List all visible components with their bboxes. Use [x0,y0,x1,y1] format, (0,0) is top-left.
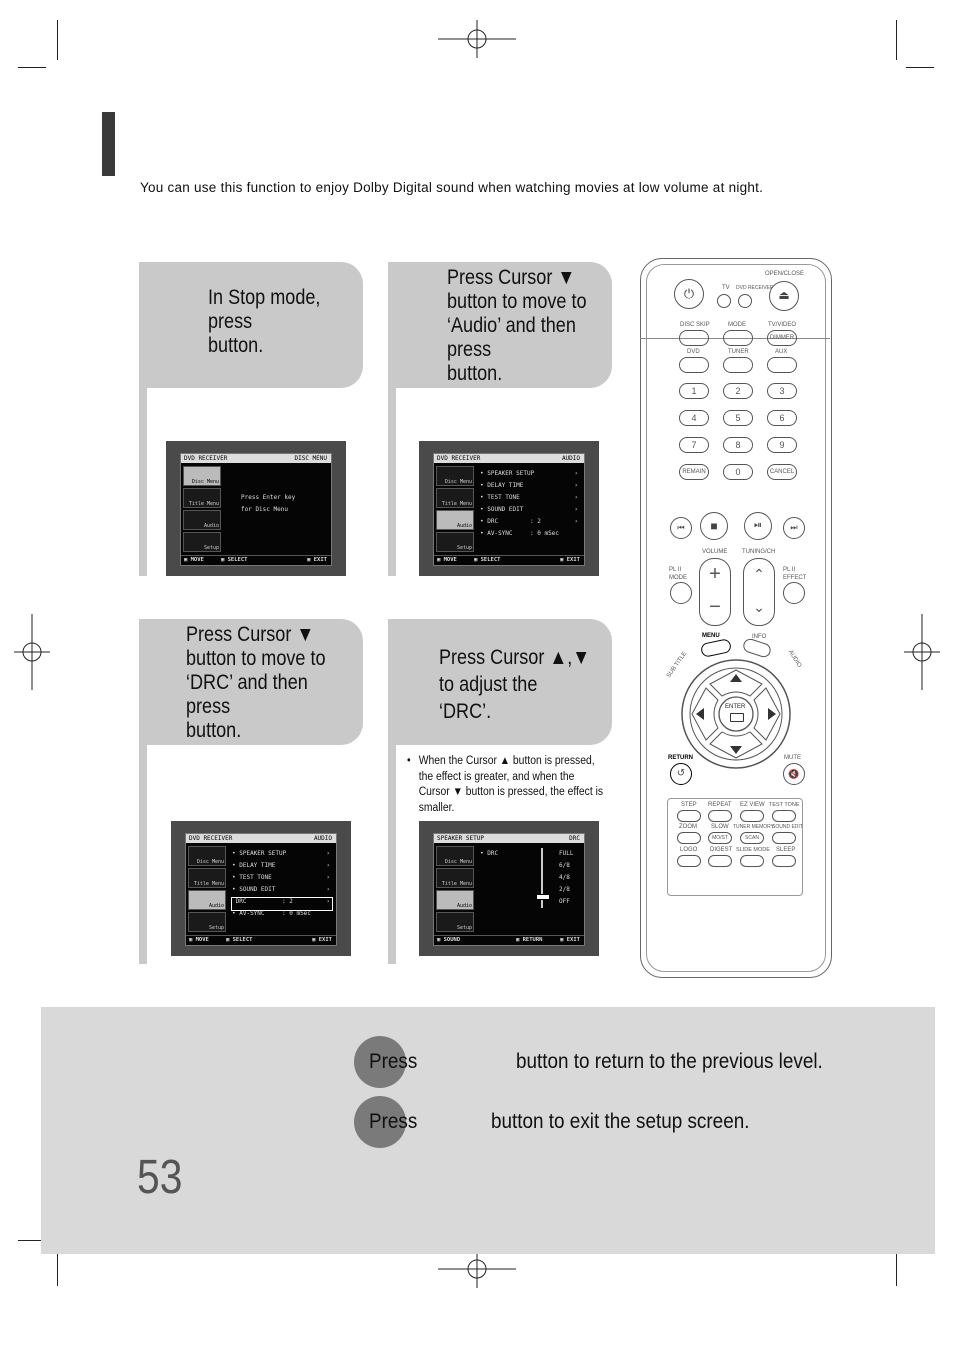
title-accent-bar [102,112,115,176]
digit-3-button[interactable]: 3 [767,383,797,399]
crop-mark [18,1240,46,1241]
tip-2-text: button to exit the setup screen. [491,1110,750,1133]
remote-control [640,258,832,978]
note-bullet: • [407,755,411,767]
remote-divider-line [640,338,830,339]
drc-slider-knob [536,894,550,900]
remain-button[interactable]: REMAIN [679,464,709,480]
ez-view-button[interactable] [740,810,764,822]
sound-edit-button[interactable] [772,832,796,844]
step-2-bar [388,388,396,576]
registration-mark-right [904,614,940,690]
intro-text: You can use this function to enjoy Dolby… [140,180,764,195]
digit-4-button[interactable]: 4 [679,410,709,426]
osd-side-audio: Audio [183,510,221,530]
digit-6-button[interactable]: 6 [767,410,797,426]
slide-mode-button[interactable] [740,855,764,867]
crop-mark [57,20,58,60]
open-close-button[interactable]: ⏏ [769,281,799,311]
step-1-bar [139,388,147,576]
pl2-effect-button[interactable] [783,582,805,604]
crop-mark [18,67,46,68]
play-pause-button-icon[interactable]: ⏯ [744,512,772,540]
tip-1-text: button to return to the previous level. [516,1050,823,1073]
digit-0-button[interactable]: 0 [723,464,753,480]
step-4-bar [388,745,396,964]
enter-icon [730,713,744,722]
osd-drc-row-selected: DRC: 2› [231,897,333,911]
osd-side-title-menu: Title Menu [183,488,221,508]
logo-button[interactable] [677,855,701,867]
pl2-mode-button[interactable] [670,582,692,604]
power-button[interactable]: ⏻ [674,279,704,309]
step-button[interactable] [677,810,701,822]
stop-button-icon[interactable]: ■ [700,512,728,540]
mute-button[interactable]: 🔇 [783,763,805,785]
digit-9-button[interactable]: 9 [767,437,797,453]
tip-1-circle [354,1036,406,1088]
test-tone-button[interactable] [772,810,796,822]
registration-mark-bottom [438,1250,516,1288]
step-2-panel [388,262,612,388]
tuning-rocker[interactable]: ⌃ ⌄ [743,558,775,626]
directional-pad[interactable] [680,658,792,770]
crop-mark [906,67,934,68]
digit-8-button[interactable]: 8 [723,437,753,453]
step-3-panel [139,619,363,745]
dvd-receiver-select-button[interactable] [738,294,752,308]
step-4-panel [388,619,612,745]
function-keypad [667,798,803,896]
skip-forward-icon[interactable]: ⏭ [783,517,805,539]
digit-7-button[interactable]: 7 [679,437,709,453]
tip-2-press: Press [369,1110,418,1133]
digit-2-button[interactable]: 2 [723,383,753,399]
volume-rocker[interactable]: + − [699,558,731,626]
registration-mark-left [14,614,50,690]
page-number: 53 [137,1151,183,1204]
dimmer-button[interactable]: DIMMER [767,330,797,346]
step-3-bar [139,745,147,964]
step-4-text: Press Cursor ▲,▼to adjust the‘DRC’. [439,646,591,723]
drc-slider-track [541,848,543,908]
disc-skip-button[interactable] [679,330,709,346]
zoom-button[interactable] [677,832,701,844]
crop-mark [896,1250,897,1286]
cancel-button[interactable]: CANCEL [767,464,797,480]
aux-button[interactable] [767,357,797,373]
step-2-text: Press Cursor ▼button to move to‘Audio’ a… [447,266,587,385]
tuner-button[interactable] [723,357,753,373]
note: • When the Cursor ▲ button is pressed,th… [407,755,604,814]
return-button[interactable]: ↺ [670,763,692,785]
mo-st-button[interactable]: MO/ST [708,832,732,844]
repeat-button[interactable] [708,810,732,822]
digit-1-button[interactable]: 1 [679,383,709,399]
crop-mark [57,1250,58,1286]
tip-2-circle [354,1096,406,1148]
tips-band [41,1007,935,1254]
dvd-button[interactable] [679,357,709,373]
osd-side-setup: Setup [183,532,221,552]
tv-select-button[interactable] [717,294,731,308]
step-3-text: Press Cursor ▼button to move to‘DRC’ and… [186,623,326,742]
sleep-button[interactable] [772,855,796,867]
crop-mark [896,20,897,60]
scan-button[interactable]: SCAN [740,832,764,844]
osd-side-disc-menu: Disc Menu [183,466,221,486]
tip-1-press: Press [369,1050,418,1073]
registration-mark-top [438,20,516,58]
skip-back-icon[interactable]: ⏮ [670,517,692,539]
digest-button[interactable] [708,855,732,867]
digit-5-button[interactable]: 5 [723,410,753,426]
mode-button[interactable] [723,330,753,346]
step-1-panel [139,262,363,388]
